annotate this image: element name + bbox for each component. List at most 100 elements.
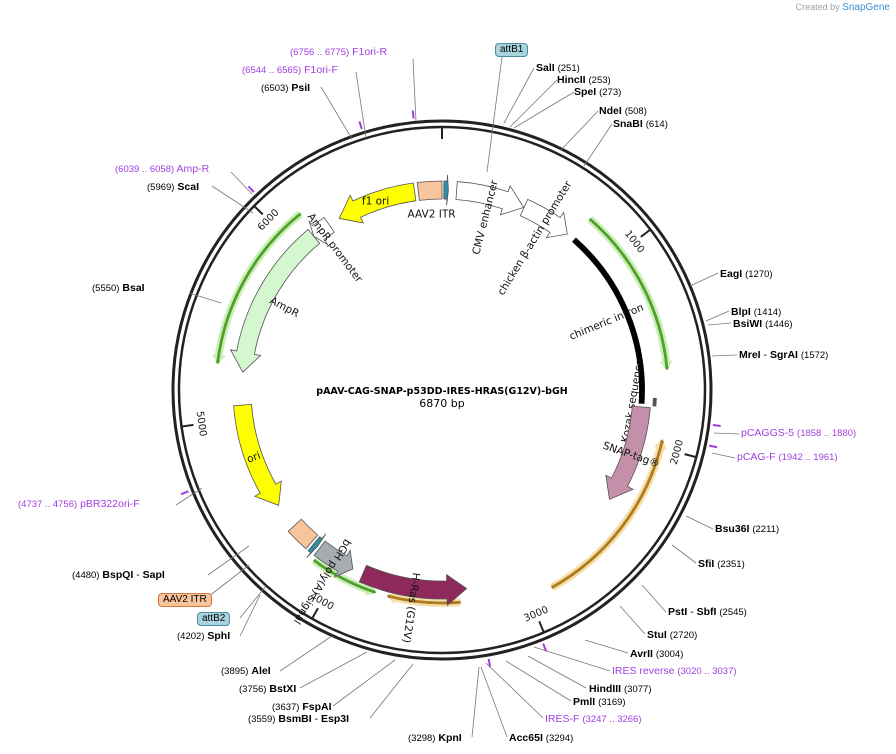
site-position: (3756)	[239, 684, 267, 695]
site-position: (2211)	[752, 524, 780, 535]
site-position: (5550)	[92, 283, 120, 294]
site-name: SnaBI	[613, 118, 643, 130]
site-name: NdeI	[599, 105, 622, 117]
feature-ori	[233, 403, 282, 506]
site-position: (3298)	[408, 733, 436, 744]
feature-label-ori: ori	[245, 450, 262, 466]
site-position: (614)	[645, 119, 668, 130]
primer-position: (6756 .. 6775)	[290, 47, 350, 58]
primer-name: pBR322ori-F	[80, 498, 140, 510]
primer-site-mark	[358, 121, 363, 130]
site-name-2: SbfI	[696, 606, 717, 618]
restriction-site-psii: (6503) PsiI	[261, 83, 310, 94]
feature-h-ras-g12v	[358, 564, 468, 607]
leader-line	[239, 594, 261, 637]
leader-line	[705, 310, 730, 322]
site-position: (3077)	[624, 684, 652, 695]
leader-line	[369, 663, 414, 719]
feature-snap-tag	[605, 405, 651, 500]
restriction-site-sfii: SfiI (2351)	[698, 559, 745, 570]
feature-chicken-actin-promoter	[519, 198, 568, 239]
primer-site-mark	[247, 185, 255, 193]
site-position: (273)	[599, 87, 622, 98]
leader-line	[188, 292, 222, 304]
leader-line	[239, 585, 267, 619]
restriction-site-eagi: EagI (1270)	[720, 269, 773, 280]
site-name: AvrII	[630, 648, 653, 660]
leader-line	[707, 322, 732, 326]
site-name: StuI	[647, 629, 667, 641]
site-position: (1572)	[800, 350, 829, 361]
primer-position: (6039 .. 6058)	[115, 164, 175, 175]
leader-line	[685, 515, 714, 530]
restriction-site-bsu36i: Bsu36I (2211)	[715, 524, 779, 535]
tick-2000	[684, 453, 697, 459]
primer-position: (4737 .. 4756)	[18, 499, 78, 510]
restriction-site-psti: PstI - SbfI (2545)	[668, 607, 747, 618]
site-separator: -	[687, 606, 697, 618]
site-position: (3169)	[598, 697, 626, 708]
leader-line	[671, 544, 697, 564]
leader-line	[485, 662, 544, 719]
leader-line	[619, 605, 646, 635]
tick-5000	[181, 423, 194, 428]
site-name-2: SapI	[142, 569, 165, 581]
restriction-site-snabi: SnaBI (614)	[613, 119, 668, 130]
primer-position: (6544 .. 6565)	[242, 65, 302, 76]
restriction-site-acc65i: Acc65I (3294)	[509, 733, 573, 744]
leader-line	[486, 56, 503, 173]
site-name: PmlI	[573, 696, 596, 708]
site-name: MreI	[739, 349, 761, 361]
feature-box-attb2: attB2	[197, 612, 231, 626]
restriction-site-ndei: NdeI (508)	[599, 106, 647, 117]
plasmid-name: pAAV-CAG-SNAP-p53DD-IRES-HRAS(G12V)-bGH	[316, 386, 568, 397]
primer-name: IRES-F	[545, 713, 580, 725]
site-position: (1446)	[765, 319, 793, 330]
restriction-site-scai: (5969) ScaI	[147, 182, 199, 193]
restriction-site-avrii: AvrII (3004)	[630, 649, 683, 660]
leader-line	[711, 354, 738, 357]
restriction-site-hindiii: HindIII (3077)	[589, 684, 651, 695]
restriction-site-pmli: PmlI (3169)	[573, 697, 626, 708]
feature-cmv-enhancer	[455, 181, 525, 216]
primer-name: Amp-R	[176, 163, 210, 175]
site-name: BlpI	[731, 306, 751, 318]
site-position: (2545)	[719, 607, 747, 618]
tick-3000	[538, 621, 545, 633]
primer-f1ori-f: (6544 .. 6565) F1ori-F	[242, 65, 338, 76]
leader-line	[320, 86, 353, 140]
site-position: (5969)	[147, 182, 175, 193]
feature-ampr	[229, 228, 321, 373]
site-position: (4480)	[72, 570, 100, 581]
leader-line	[711, 452, 736, 459]
restriction-site-spei: SpeI (273)	[574, 87, 621, 98]
site-position: (3637)	[272, 702, 300, 713]
leader-line	[279, 635, 333, 672]
feature-label-ampr: AmpR	[268, 295, 301, 320]
feature-f1-ori	[338, 182, 417, 224]
primer-pcaggs-5: pCAGGS-5 (1858 .. 1880)	[741, 428, 856, 439]
plasmid-size: 6870 bp	[419, 397, 465, 410]
site-position: (2351)	[717, 559, 745, 570]
leader-line	[584, 639, 629, 654]
site-name: PsiI	[291, 82, 311, 94]
primer-position: (1942 .. 1961)	[778, 452, 838, 463]
site-name: AleI	[251, 665, 271, 677]
site-separator: -	[133, 569, 143, 581]
site-separator: -	[760, 349, 770, 361]
restriction-site-blpi: BlpI (1414)	[731, 307, 781, 318]
site-position: (508)	[624, 106, 647, 117]
site-position: (6503)	[261, 83, 289, 94]
inner-arc	[588, 217, 670, 371]
site-position: (251)	[557, 63, 580, 74]
leader-line	[207, 545, 250, 576]
leader-line	[332, 659, 396, 707]
feature-box-aav2-itr: AAV2 ITR	[158, 593, 212, 607]
site-position: (4202)	[177, 631, 205, 642]
site-name: HincII	[557, 74, 586, 86]
primer-pcag-f: pCAG-F (1942 .. 1961)	[737, 452, 838, 463]
leader-line	[211, 185, 254, 214]
site-name-2: Esp3I	[321, 713, 350, 725]
leader-line	[175, 487, 203, 506]
